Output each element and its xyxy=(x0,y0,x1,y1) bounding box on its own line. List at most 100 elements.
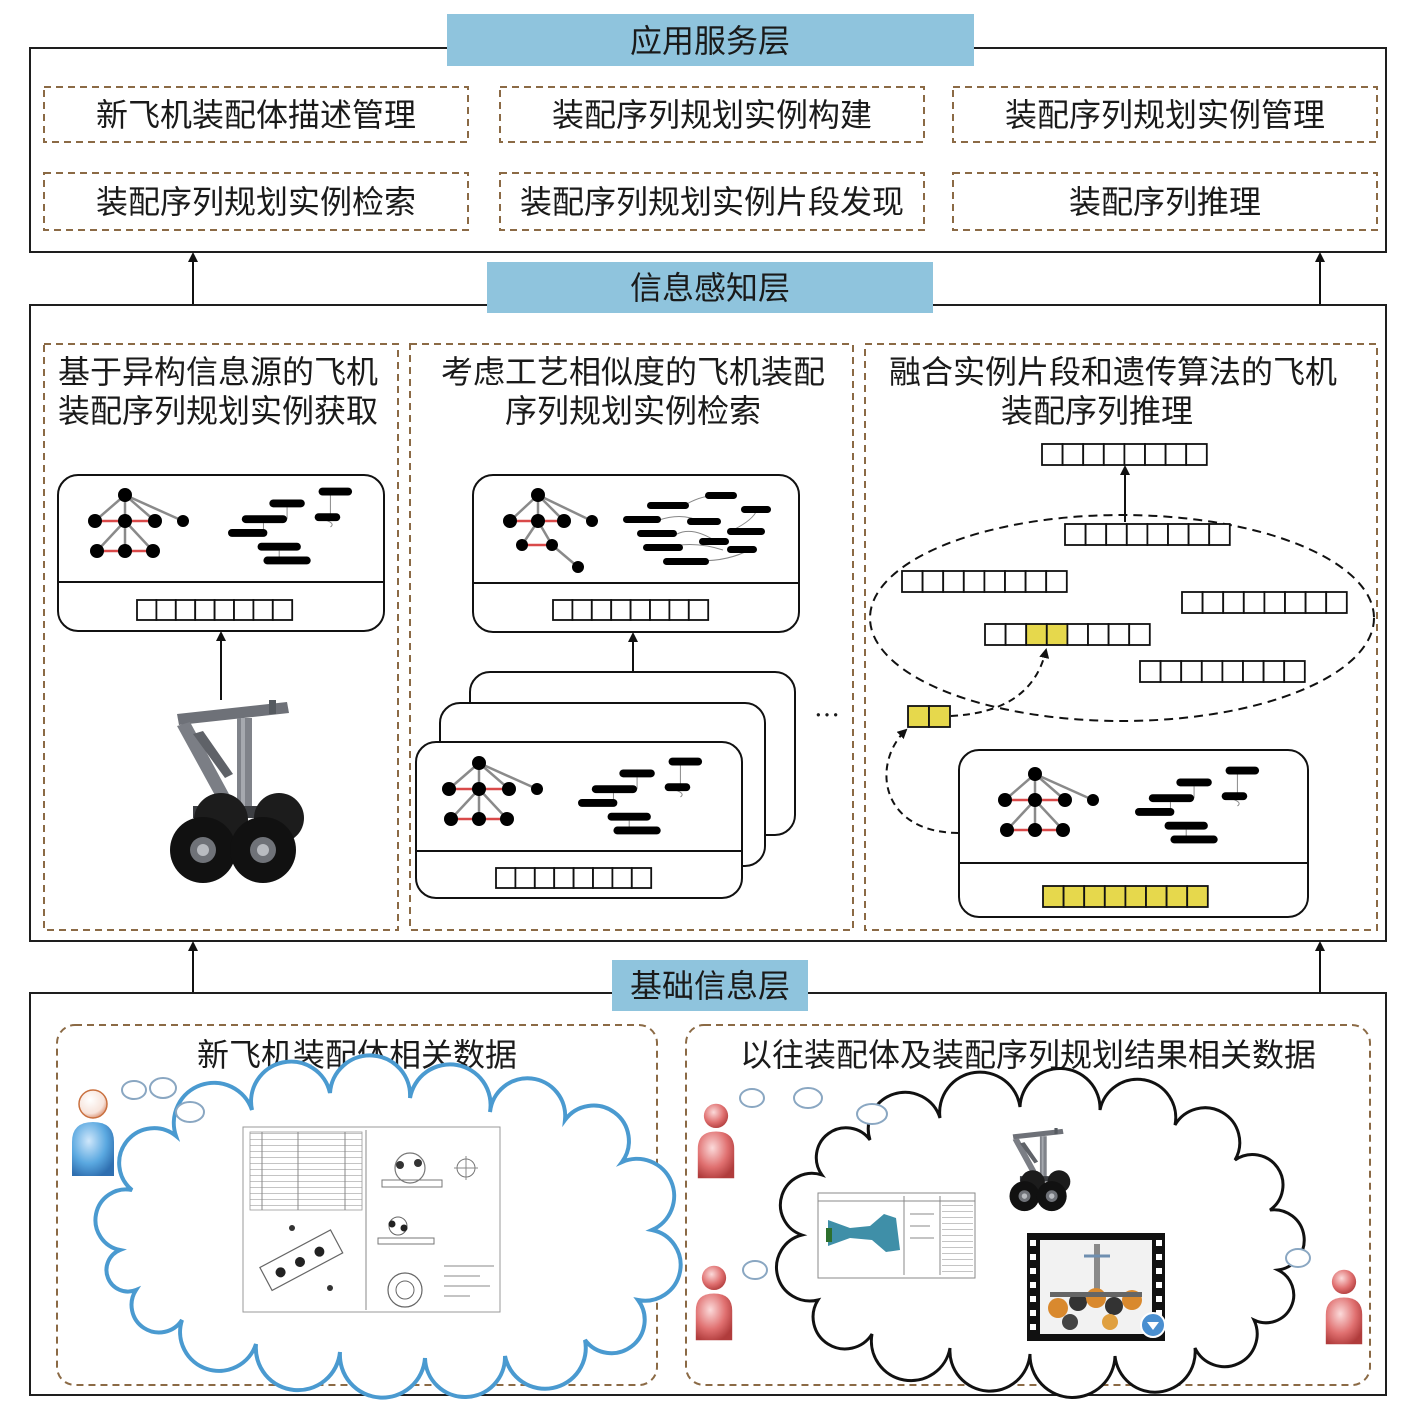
sequence-cell xyxy=(610,599,632,621)
sequence-cell xyxy=(1262,660,1286,683)
sequence-cell xyxy=(1066,623,1089,646)
panel-sequence-reasoning: 融合实例片段和遗传算法的飞机 装配序列推理 xyxy=(864,343,1378,931)
population-sequence xyxy=(1181,591,1348,614)
panel-title-line: 基于异构信息源的飞机 xyxy=(58,353,378,391)
module-box[interactable]: 新飞机装配体描述管理 xyxy=(43,86,469,143)
sequence-cell xyxy=(901,570,924,593)
assembly-sequence xyxy=(1042,885,1209,908)
sequence-cell xyxy=(1263,591,1286,614)
sequence-cell xyxy=(572,867,594,889)
fragment-extract-arrow xyxy=(885,728,959,834)
sequence-cell xyxy=(1186,885,1209,908)
sequence-cell xyxy=(1242,591,1266,614)
sequence-cell xyxy=(553,867,575,889)
sequence-cell xyxy=(552,599,574,621)
module-label: 装配序列推理 xyxy=(1069,183,1261,221)
person-icon xyxy=(697,1103,735,1179)
fragment-insert-arrow xyxy=(950,648,1050,717)
panel-title: 以往装配体及装配序列规划结果相关数据 xyxy=(740,1036,1316,1074)
sequence-cell xyxy=(1165,885,1189,908)
sequence-cell xyxy=(1187,523,1211,546)
sequence-cell xyxy=(213,599,235,621)
module-label: 新飞机装配体描述管理 xyxy=(96,96,416,134)
sequence-cell xyxy=(1145,885,1168,908)
sequence-cell xyxy=(1042,885,1065,908)
sequence-cell xyxy=(1107,623,1131,646)
thought-bubble-icon xyxy=(742,1260,768,1280)
person-icon xyxy=(1325,1269,1363,1345)
module-box[interactable]: 装配序列规划实例管理 xyxy=(952,86,1378,143)
module-box[interactable]: 装配序列规划实例构建 xyxy=(499,86,925,143)
sequence-cell xyxy=(1159,660,1183,683)
panel-title-line: 装配序列推理 xyxy=(1001,392,1193,430)
module-box[interactable]: 装配序列规划实例片段发现 xyxy=(499,172,925,231)
sequence-cell xyxy=(1105,523,1128,546)
sequence-cell xyxy=(1124,885,1147,908)
population-sequence xyxy=(984,623,1151,646)
result-sequence xyxy=(1041,443,1208,466)
foundation-layer-title: 基础信息层 xyxy=(630,967,790,1005)
sequence-cell xyxy=(1200,660,1224,683)
population-sequence xyxy=(1064,523,1231,546)
sequence-cell xyxy=(928,705,951,728)
assembly-sequence xyxy=(552,599,710,621)
sequence-cell xyxy=(1222,591,1245,614)
sequence-cell xyxy=(571,599,593,621)
sequence-cell xyxy=(983,570,1006,593)
thought-bubble-icon xyxy=(1285,1248,1311,1268)
application-layer-title: 应用服务层 xyxy=(630,22,790,60)
thought-bubble-icon xyxy=(739,1088,765,1108)
sequence-cell xyxy=(1185,443,1208,466)
sequence-cell xyxy=(921,570,945,593)
person-icon xyxy=(695,1265,733,1341)
panel-title-line: 序列规划实例检索 xyxy=(505,392,761,430)
sequence-cell xyxy=(1004,570,1027,593)
assembly-sequence xyxy=(136,599,294,621)
module-box[interactable]: 装配序列推理 xyxy=(952,172,1378,231)
sequence-cell xyxy=(1181,591,1204,614)
sequence-cell xyxy=(649,599,671,621)
population-ellipse xyxy=(869,514,1375,722)
panel-instance-retrieval: 考虑工艺相似度的飞机装配 序列规划实例检索 xyxy=(409,343,854,931)
sequence-cell xyxy=(1087,623,1110,646)
sequence-cell xyxy=(611,867,633,889)
sequence-cell xyxy=(155,599,177,621)
sequence-cell xyxy=(1221,660,1244,683)
sequence-cell xyxy=(1102,443,1126,466)
sequence-cell xyxy=(233,599,255,621)
sequence-cell xyxy=(271,599,294,621)
sequence-cell xyxy=(1284,591,1307,614)
module-box[interactable]: 装配序列规划实例检索 xyxy=(43,172,469,231)
application-service-layer: 应用服务层 新飞机装配体描述管理 装配序列规划实例构建 装配序列规划实例管理 装… xyxy=(29,14,1387,253)
sequence-cell xyxy=(592,867,614,889)
sequence-cell xyxy=(514,867,536,889)
sequence-cell xyxy=(1164,443,1188,466)
stacked-card-front xyxy=(415,741,743,899)
sequence-cell xyxy=(1180,660,1203,683)
cloud-icon xyxy=(775,1067,1306,1399)
retrieved-instance-card xyxy=(472,474,800,633)
panel-title-line: 考虑工艺相似度的飞机装配 xyxy=(441,353,825,391)
application-layer-label-box xyxy=(447,14,974,66)
sequence-cell xyxy=(1025,623,1048,646)
sequence-cell xyxy=(1041,443,1064,466)
sequence-cell xyxy=(1325,591,1348,614)
sequence-cell xyxy=(1064,523,1087,546)
assembly-sequence xyxy=(495,867,653,889)
sequence-cell xyxy=(1024,570,1048,593)
source-instance-card xyxy=(958,749,1309,918)
panel-new-assembly-data: 新飞机装配体相关数据 xyxy=(56,1024,683,1400)
sequence-cell xyxy=(1139,660,1162,683)
panel-past-assembly-data: 以往装配体及装配序列规划结果相关数据 xyxy=(685,1024,1371,1399)
module-label: 装配序列规划实例构建 xyxy=(552,96,872,134)
sequence-cell xyxy=(629,599,651,621)
application-layer-frame xyxy=(29,47,1387,253)
sequence-cell xyxy=(962,570,986,593)
sequence-cell xyxy=(1144,443,1167,466)
sequence-cell xyxy=(1125,523,1149,546)
sequence-cell xyxy=(1045,570,1068,593)
module-label: 装配序列规划实例检索 xyxy=(96,183,416,221)
population-sequence xyxy=(901,570,1068,593)
sequence-cell xyxy=(174,599,197,621)
